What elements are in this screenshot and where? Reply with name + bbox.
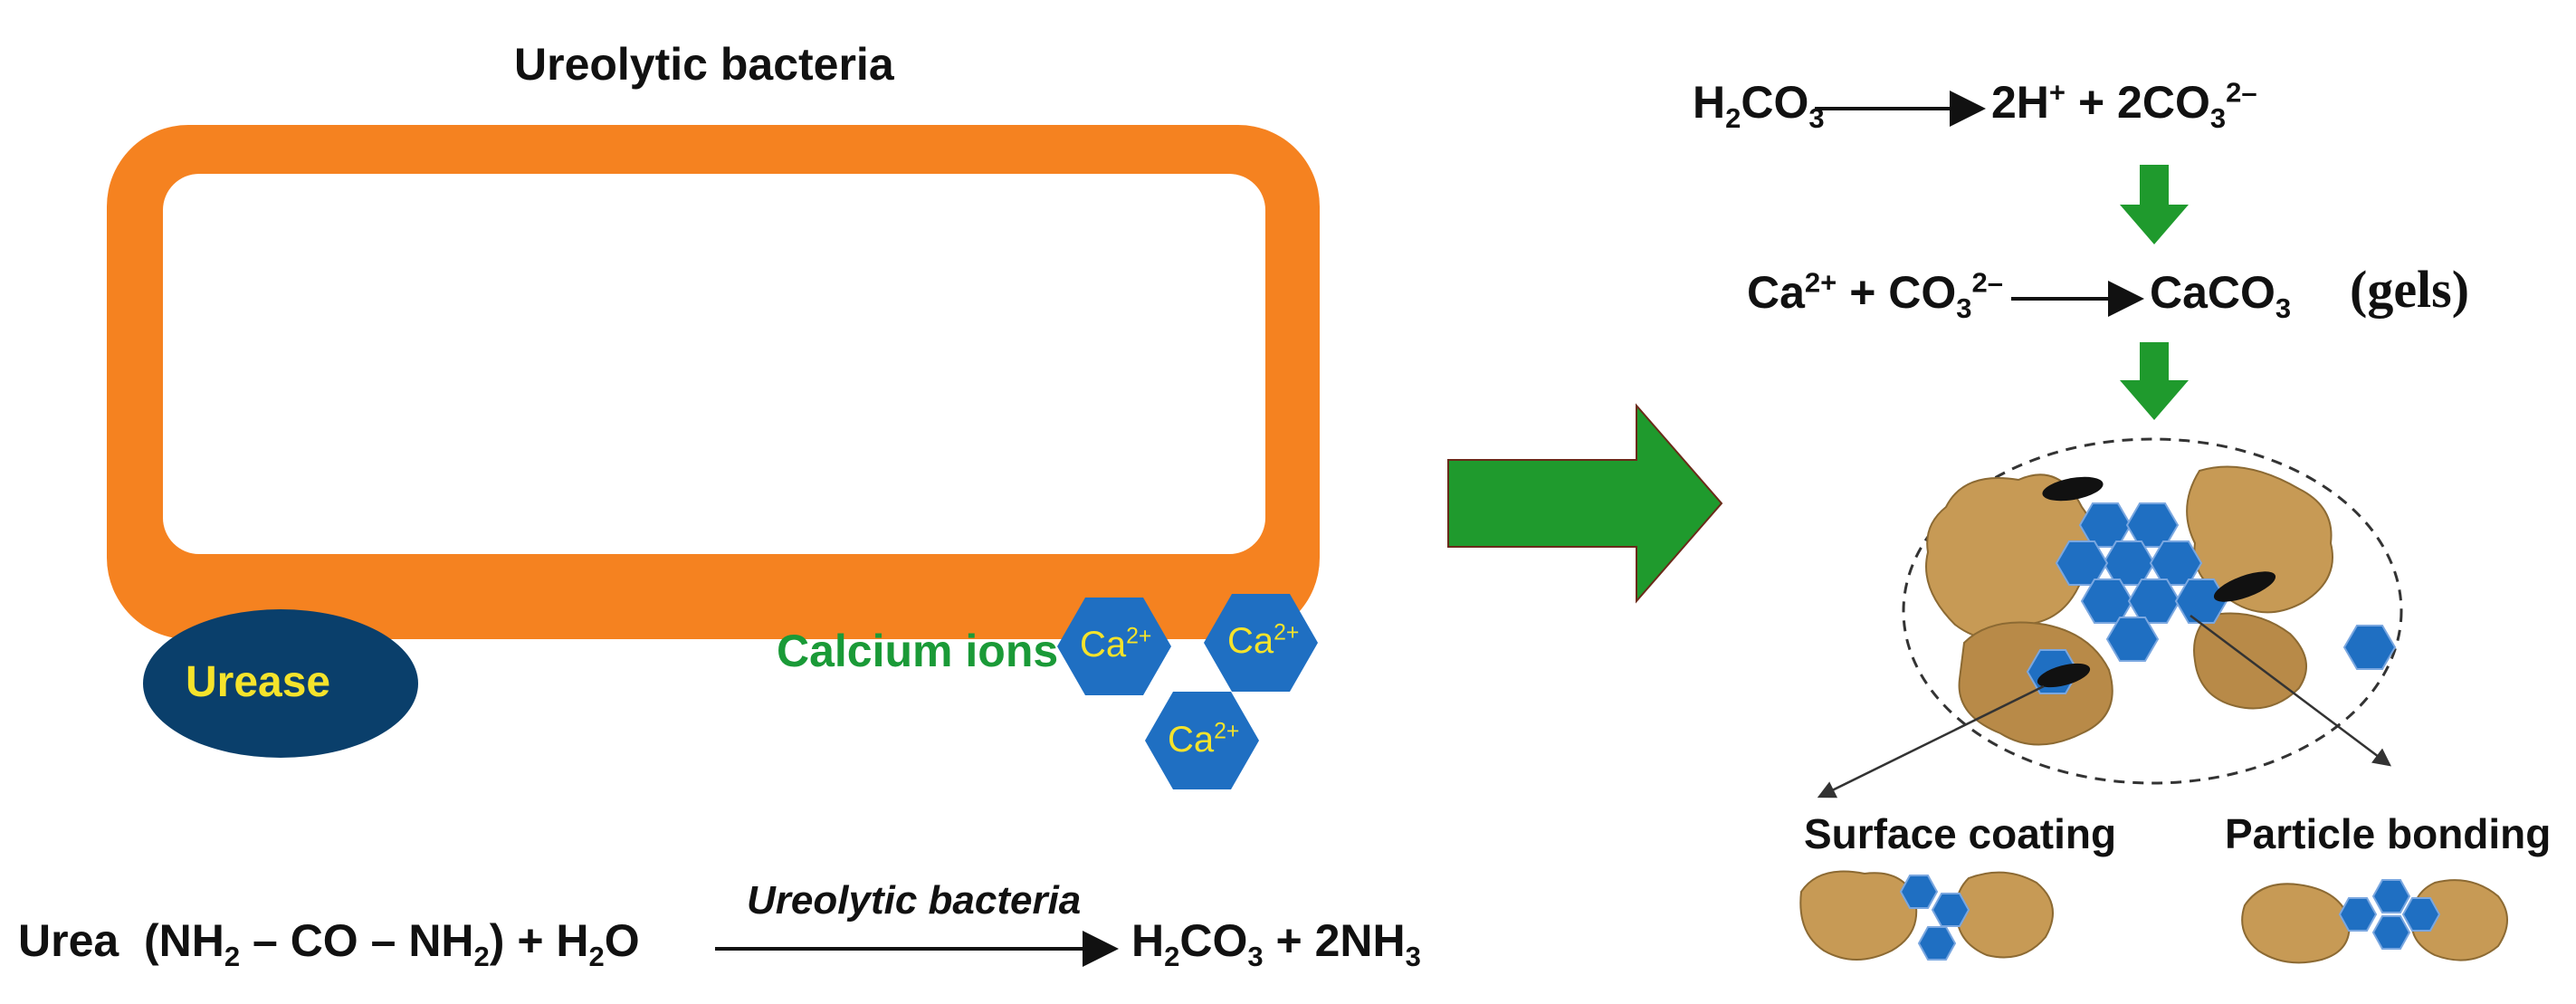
calcium-ions-label: Calcium ions bbox=[777, 626, 1059, 676]
bacterium-cell-interior bbox=[163, 174, 1265, 554]
bacteria-title: Ureolytic bacteria bbox=[514, 39, 894, 90]
process-arrow bbox=[1447, 403, 1723, 604]
urease-shape bbox=[143, 609, 418, 758]
ca-ion-hexagon-2-shape bbox=[1204, 594, 1318, 692]
crystal bbox=[2105, 617, 2160, 662]
urease-label: Urease bbox=[186, 658, 331, 706]
surface-coating-label: Surface coating bbox=[1804, 810, 2117, 857]
soil-zoom-ellipse bbox=[1902, 437, 2403, 785]
urea-equation-catalyst: Ureolytic bacteria bbox=[747, 878, 1082, 923]
surface-coating-illustration bbox=[1799, 870, 2054, 961]
urea-equation-products: H2CO3 + 2NH3 bbox=[1131, 915, 1421, 972]
calcite-equation-reactants: Ca2+ + CO32– bbox=[1747, 266, 2004, 324]
crystal bbox=[2055, 540, 2109, 586]
bacterium-cell-small-1 bbox=[2042, 476, 2104, 502]
ca-ion-label-3: Ca2+ bbox=[1168, 719, 1240, 760]
crystal bbox=[2127, 578, 2181, 624]
bacterium-cell-small-2 bbox=[2213, 571, 2276, 602]
calcium-ion-hexagons bbox=[1057, 594, 1318, 789]
ca-ion-hexagon-1-shape bbox=[1057, 598, 1171, 695]
ca-ion-hexagon-3-shape bbox=[1145, 692, 1259, 789]
particle-bonding-leader bbox=[2190, 615, 2391, 767]
down-arrow-1 bbox=[2120, 165, 2189, 244]
surface-coating-leader bbox=[1817, 684, 2045, 798]
calcite-crystals bbox=[2026, 502, 2397, 694]
urea-equation-reactants: Urea (NH2 – CO – NH2) + H2O bbox=[18, 915, 640, 972]
crystal bbox=[2125, 502, 2180, 548]
ca-ion-label-1: Ca2+ bbox=[1080, 624, 1152, 665]
down-arrow-2 bbox=[2120, 342, 2189, 420]
soil-grain-right bbox=[2186, 465, 2333, 614]
gels-note: (gels) bbox=[2350, 260, 2470, 319]
particle-bonding-illustration bbox=[2241, 879, 2508, 964]
soil-grain-left bbox=[1925, 473, 2096, 639]
crystal bbox=[2080, 578, 2134, 624]
particle-bonding-label: Particle bonding bbox=[2225, 810, 2552, 857]
ca-ion-label-2: Ca2+ bbox=[1227, 620, 1300, 661]
crystal bbox=[2102, 540, 2156, 586]
crystal bbox=[2342, 625, 2397, 670]
calcite-equation-product: CaCO3 bbox=[2150, 267, 2292, 324]
bacterium-cell-small-3 bbox=[2037, 663, 2091, 688]
carbonic-equation-reactant: H2CO3 bbox=[1693, 77, 1825, 134]
carbonic-equation-products: 2H+ + 2CO32– bbox=[1991, 76, 2257, 134]
